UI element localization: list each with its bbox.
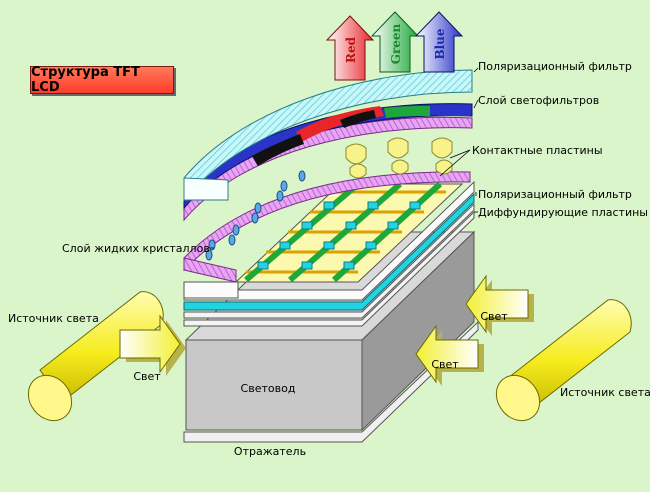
green-arrow: Green — [370, 11, 420, 73]
color-filter-layer — [183, 103, 473, 210]
label-light-source-right: Источник света — [560, 386, 650, 399]
red-label: Red — [344, 36, 358, 63]
red-arrow: Red — [325, 15, 375, 81]
light-label-right-top: Свет — [480, 310, 508, 323]
blue-arrow: Blue — [414, 11, 464, 73]
label-polarizer-bottom: Поляризационный фильтр — [478, 188, 632, 201]
light-arrow-right-top: Свет — [465, 274, 534, 336]
liquid-crystal-layer — [183, 171, 471, 283]
light-label-right-bottom: Свет — [431, 358, 459, 371]
rgb-output-arrows: Red Green Blue — [325, 11, 464, 81]
label-polarizer-top: Поляризационный фильтр — [478, 60, 632, 73]
green-label: Green — [389, 23, 403, 64]
light-source-right — [495, 299, 632, 422]
diffuser-plates — [183, 180, 475, 327]
contact-plates-bulbs — [345, 137, 453, 179]
blue-label: Blue — [433, 28, 447, 59]
reflector-plate — [183, 320, 479, 443]
label-diffuser: Диффундирующие пластины — [478, 206, 648, 219]
leader-lines — [210, 67, 479, 249]
label-reflector: Отражатель — [234, 445, 306, 458]
label-light-guide: Световод — [241, 382, 296, 395]
label-liquid-crystal: Слой жидких кристаллов — [62, 242, 210, 255]
diagram-title: Структура TFT LCD — [30, 65, 174, 95]
lc-molecules — [205, 170, 306, 261]
label-contact-plates: Контактные пластины — [472, 144, 603, 157]
light-source-left — [27, 291, 164, 422]
light-arrow-right-bottom: Свет — [415, 324, 484, 386]
tft-matrix-layer — [234, 181, 464, 283]
label-color-filter: Слой светофильтров — [478, 94, 599, 107]
light-arrow-left: Свет — [119, 314, 186, 383]
label-light-source-left: Источник света — [8, 312, 99, 325]
front-glass-edge — [183, 281, 239, 299]
light-label-left: Свет — [133, 370, 161, 383]
top-polarizer — [183, 69, 473, 202]
